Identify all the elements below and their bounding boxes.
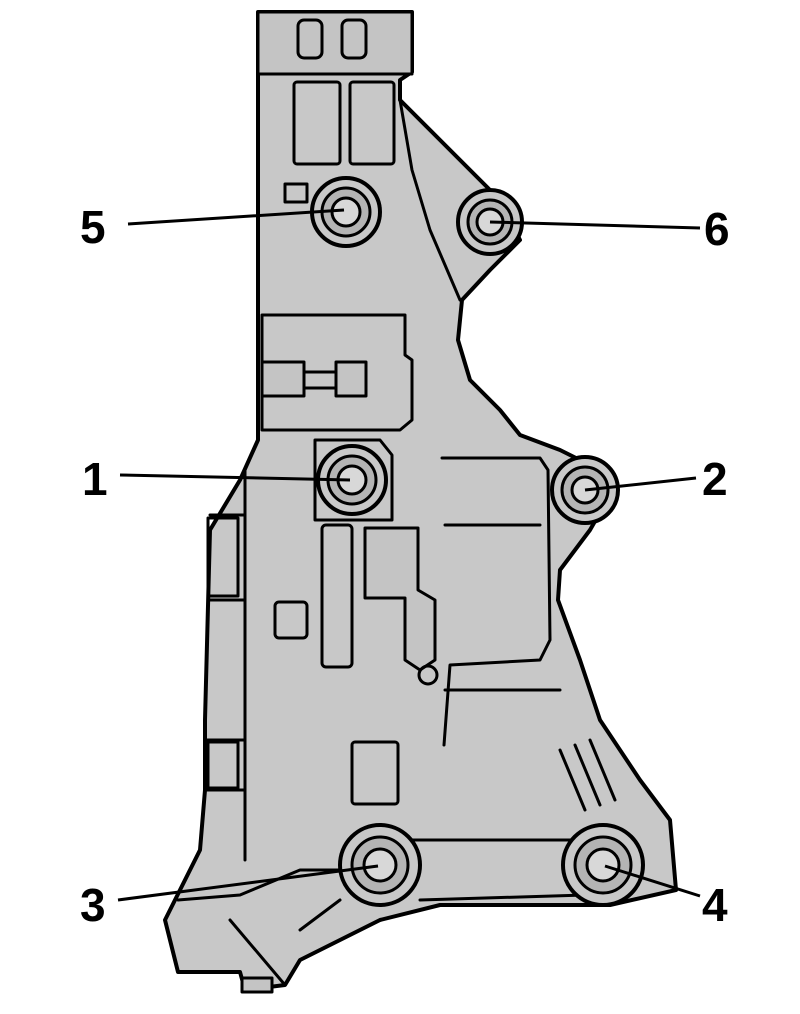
bolt-2 — [550, 455, 620, 525]
bolt-4 — [561, 823, 645, 907]
bottom-foot — [176, 868, 347, 987]
upper-pocket-right — [348, 80, 396, 166]
bolt-5-tab — [283, 182, 309, 204]
lower-block — [350, 740, 400, 806]
bolt-5 — [310, 176, 382, 248]
mid-rail — [302, 370, 338, 390]
left-slot-2 — [206, 740, 240, 790]
mid-clip-left — [260, 360, 306, 398]
leader-2 — [584, 476, 697, 492]
bolt-1 — [316, 444, 388, 516]
center-panel — [440, 456, 552, 747]
callout-1: 1 — [82, 453, 108, 505]
callout-6: 6 — [704, 203, 730, 255]
center-slot — [320, 523, 354, 669]
callout-5: 5 — [80, 201, 106, 253]
leader-4 — [604, 864, 701, 898]
upper-edge-line — [398, 98, 462, 302]
callout-2: 2 — [702, 453, 728, 505]
lower-rib-lines — [558, 738, 617, 812]
mid-block — [260, 313, 414, 432]
callout-3: 3 — [80, 879, 106, 931]
callout-4: 4 — [702, 879, 728, 931]
left-rib — [203, 468, 247, 862]
boss-1-frame — [313, 438, 394, 522]
leader-1 — [119, 473, 351, 482]
top-slot-left — [296, 18, 324, 60]
upper-pocket-left — [292, 80, 342, 166]
leader-3 — [117, 864, 379, 902]
sensor-tip — [417, 664, 439, 686]
mid-clip-right — [334, 360, 368, 398]
left-slot-1 — [206, 516, 240, 598]
bolt-3 — [338, 823, 422, 907]
bottom-tab — [240, 976, 274, 994]
small-square — [273, 600, 309, 640]
center-panel-line — [443, 523, 562, 692]
top-slot-right — [340, 18, 368, 60]
leader-6 — [489, 220, 701, 230]
top-cap — [256, 10, 414, 76]
leader-5 — [127, 208, 345, 226]
